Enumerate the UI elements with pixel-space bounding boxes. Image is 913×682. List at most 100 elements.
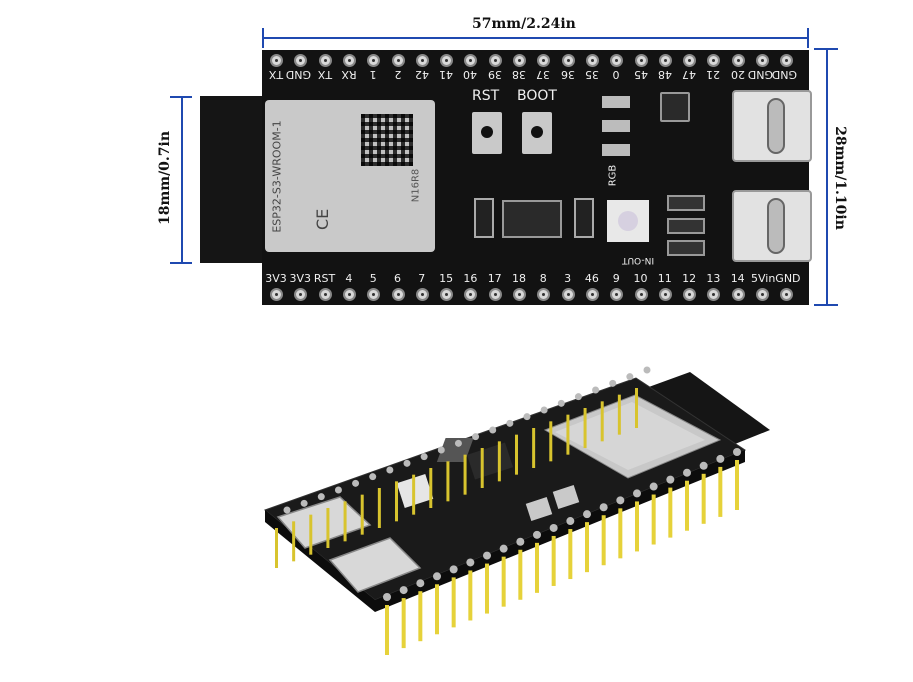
height-dimension-tick-bottom	[814, 304, 838, 306]
bottom-pin-label: 13	[706, 272, 721, 285]
photo-pin	[668, 487, 673, 538]
photo-pin-pad-back	[403, 459, 411, 467]
bottom-pin-label: 5Vin	[751, 272, 776, 285]
photo-pin-back	[377, 488, 381, 528]
photo-pin-back	[275, 528, 278, 568]
bottom-pin	[561, 288, 575, 301]
board-top-view: ESP32-S3-WROOM-1 N16R8 CE RST BOOT RGB I…	[262, 50, 812, 305]
rgb-led-lens	[618, 211, 638, 231]
height-dimension-tick-top	[814, 48, 838, 50]
bottom-pin	[513, 288, 526, 301]
top-pin	[780, 54, 794, 67]
photo-pin-pad-back	[643, 366, 651, 374]
top-pin	[731, 54, 745, 67]
top-pin	[634, 54, 648, 67]
photo-pin-pad	[433, 572, 441, 581]
photo-pin	[551, 535, 556, 586]
photo-pin	[468, 570, 473, 621]
module-height-tick-top	[170, 96, 192, 98]
photo-pin-pad-back	[386, 466, 394, 474]
photo-pin	[601, 515, 606, 566]
photo-pin	[585, 522, 589, 573]
photo-pin-pad-back	[609, 379, 617, 387]
led-2	[602, 120, 630, 132]
photo-pin	[485, 563, 489, 614]
top-pin	[585, 54, 599, 67]
bottom-pin-label: 6	[394, 272, 401, 285]
photo-pin	[618, 508, 623, 559]
photo-pin-pad-back	[540, 406, 548, 414]
top-pin	[658, 54, 672, 67]
bottom-pin-label: 15	[439, 272, 454, 285]
photo-pin-pad	[449, 565, 458, 574]
top-pin	[415, 54, 429, 67]
capacitor-right	[574, 198, 594, 238]
bottom-pin-label: 17	[487, 272, 502, 285]
bottom-pin-label: 3V3	[265, 272, 287, 285]
module-height-dimension-line	[181, 96, 183, 263]
bottom-pin	[756, 288, 769, 301]
photo-pin-back	[635, 388, 638, 428]
rst-button-cap[interactable]	[481, 126, 493, 138]
photo-pin-pad-back	[557, 399, 565, 407]
photo-pins-back	[275, 366, 651, 568]
photo-pin-back	[497, 441, 501, 482]
bottom-pin-label: 8	[539, 272, 547, 285]
top-pin	[391, 54, 405, 67]
bottom-pin	[318, 288, 332, 301]
bottom-pin	[391, 288, 405, 301]
top-pin	[294, 54, 308, 67]
photo-pin-pad	[399, 586, 408, 595]
photo-pin-pad-back	[300, 499, 308, 507]
bottom-pin-label: 18	[512, 272, 526, 285]
bottom-pin-label: GND	[775, 272, 801, 285]
photo-pin	[635, 501, 639, 552]
esp32-module: ESP32-S3-WROOM-1 N16R8 CE	[265, 100, 435, 252]
photo-pin-pad	[599, 503, 608, 512]
photo-pin-back	[343, 501, 347, 542]
bottom-pin	[731, 288, 745, 301]
photo-pin-back	[480, 448, 484, 488]
bottom-pin-label: 3	[564, 272, 572, 285]
boot-button[interactable]	[522, 112, 552, 154]
bottom-pin	[440, 288, 454, 301]
boot-label: BOOT	[517, 88, 557, 104]
usb-c-opening-top	[767, 98, 785, 154]
bottom-pin	[537, 288, 551, 301]
photo-pin-pad-back	[454, 439, 462, 447]
photo-module-shield	[555, 402, 705, 470]
photo-pin-pad-back	[574, 393, 582, 401]
bottom-pin-label: 3V3	[289, 272, 312, 285]
photo-pin-pad-back	[523, 413, 531, 421]
rst-button[interactable]	[472, 112, 502, 154]
led-1	[602, 96, 630, 108]
bottom-pin-label: 14	[730, 272, 745, 285]
photo-pin-pad	[716, 454, 725, 463]
photo-pin-pad	[566, 517, 575, 526]
bottom-pin-label: 16	[463, 272, 478, 285]
photo-rst-button	[552, 485, 580, 509]
photo-pin-pad	[733, 448, 741, 456]
photo-pin-back	[326, 508, 330, 548]
photo-pin-pad-back	[489, 426, 497, 434]
boot-button-cap[interactable]	[531, 126, 543, 138]
photo-pin-back	[292, 521, 296, 562]
bottom-pin	[585, 288, 599, 301]
bottom-pin-label: 4	[345, 272, 353, 285]
photo-pin-pad	[616, 496, 625, 505]
photo-pin	[568, 529, 573, 580]
usb-c-opening-bottom	[767, 198, 785, 254]
bottom-pin	[707, 288, 721, 301]
led-3	[602, 144, 630, 156]
width-dimension-tick-right	[807, 28, 809, 48]
diode-2	[667, 218, 705, 234]
photo-pin-back	[446, 461, 450, 502]
usb-c-port-bottom	[732, 190, 812, 262]
bottom-pin-label: 5	[369, 272, 377, 285]
bottom-pin-label: 9	[612, 272, 620, 285]
photo-pin	[451, 577, 456, 628]
photo-pin-pad	[416, 579, 425, 588]
photo-pin-pad-back	[283, 506, 291, 514]
top-pin	[440, 54, 454, 67]
photo-pin-pad	[649, 482, 658, 491]
